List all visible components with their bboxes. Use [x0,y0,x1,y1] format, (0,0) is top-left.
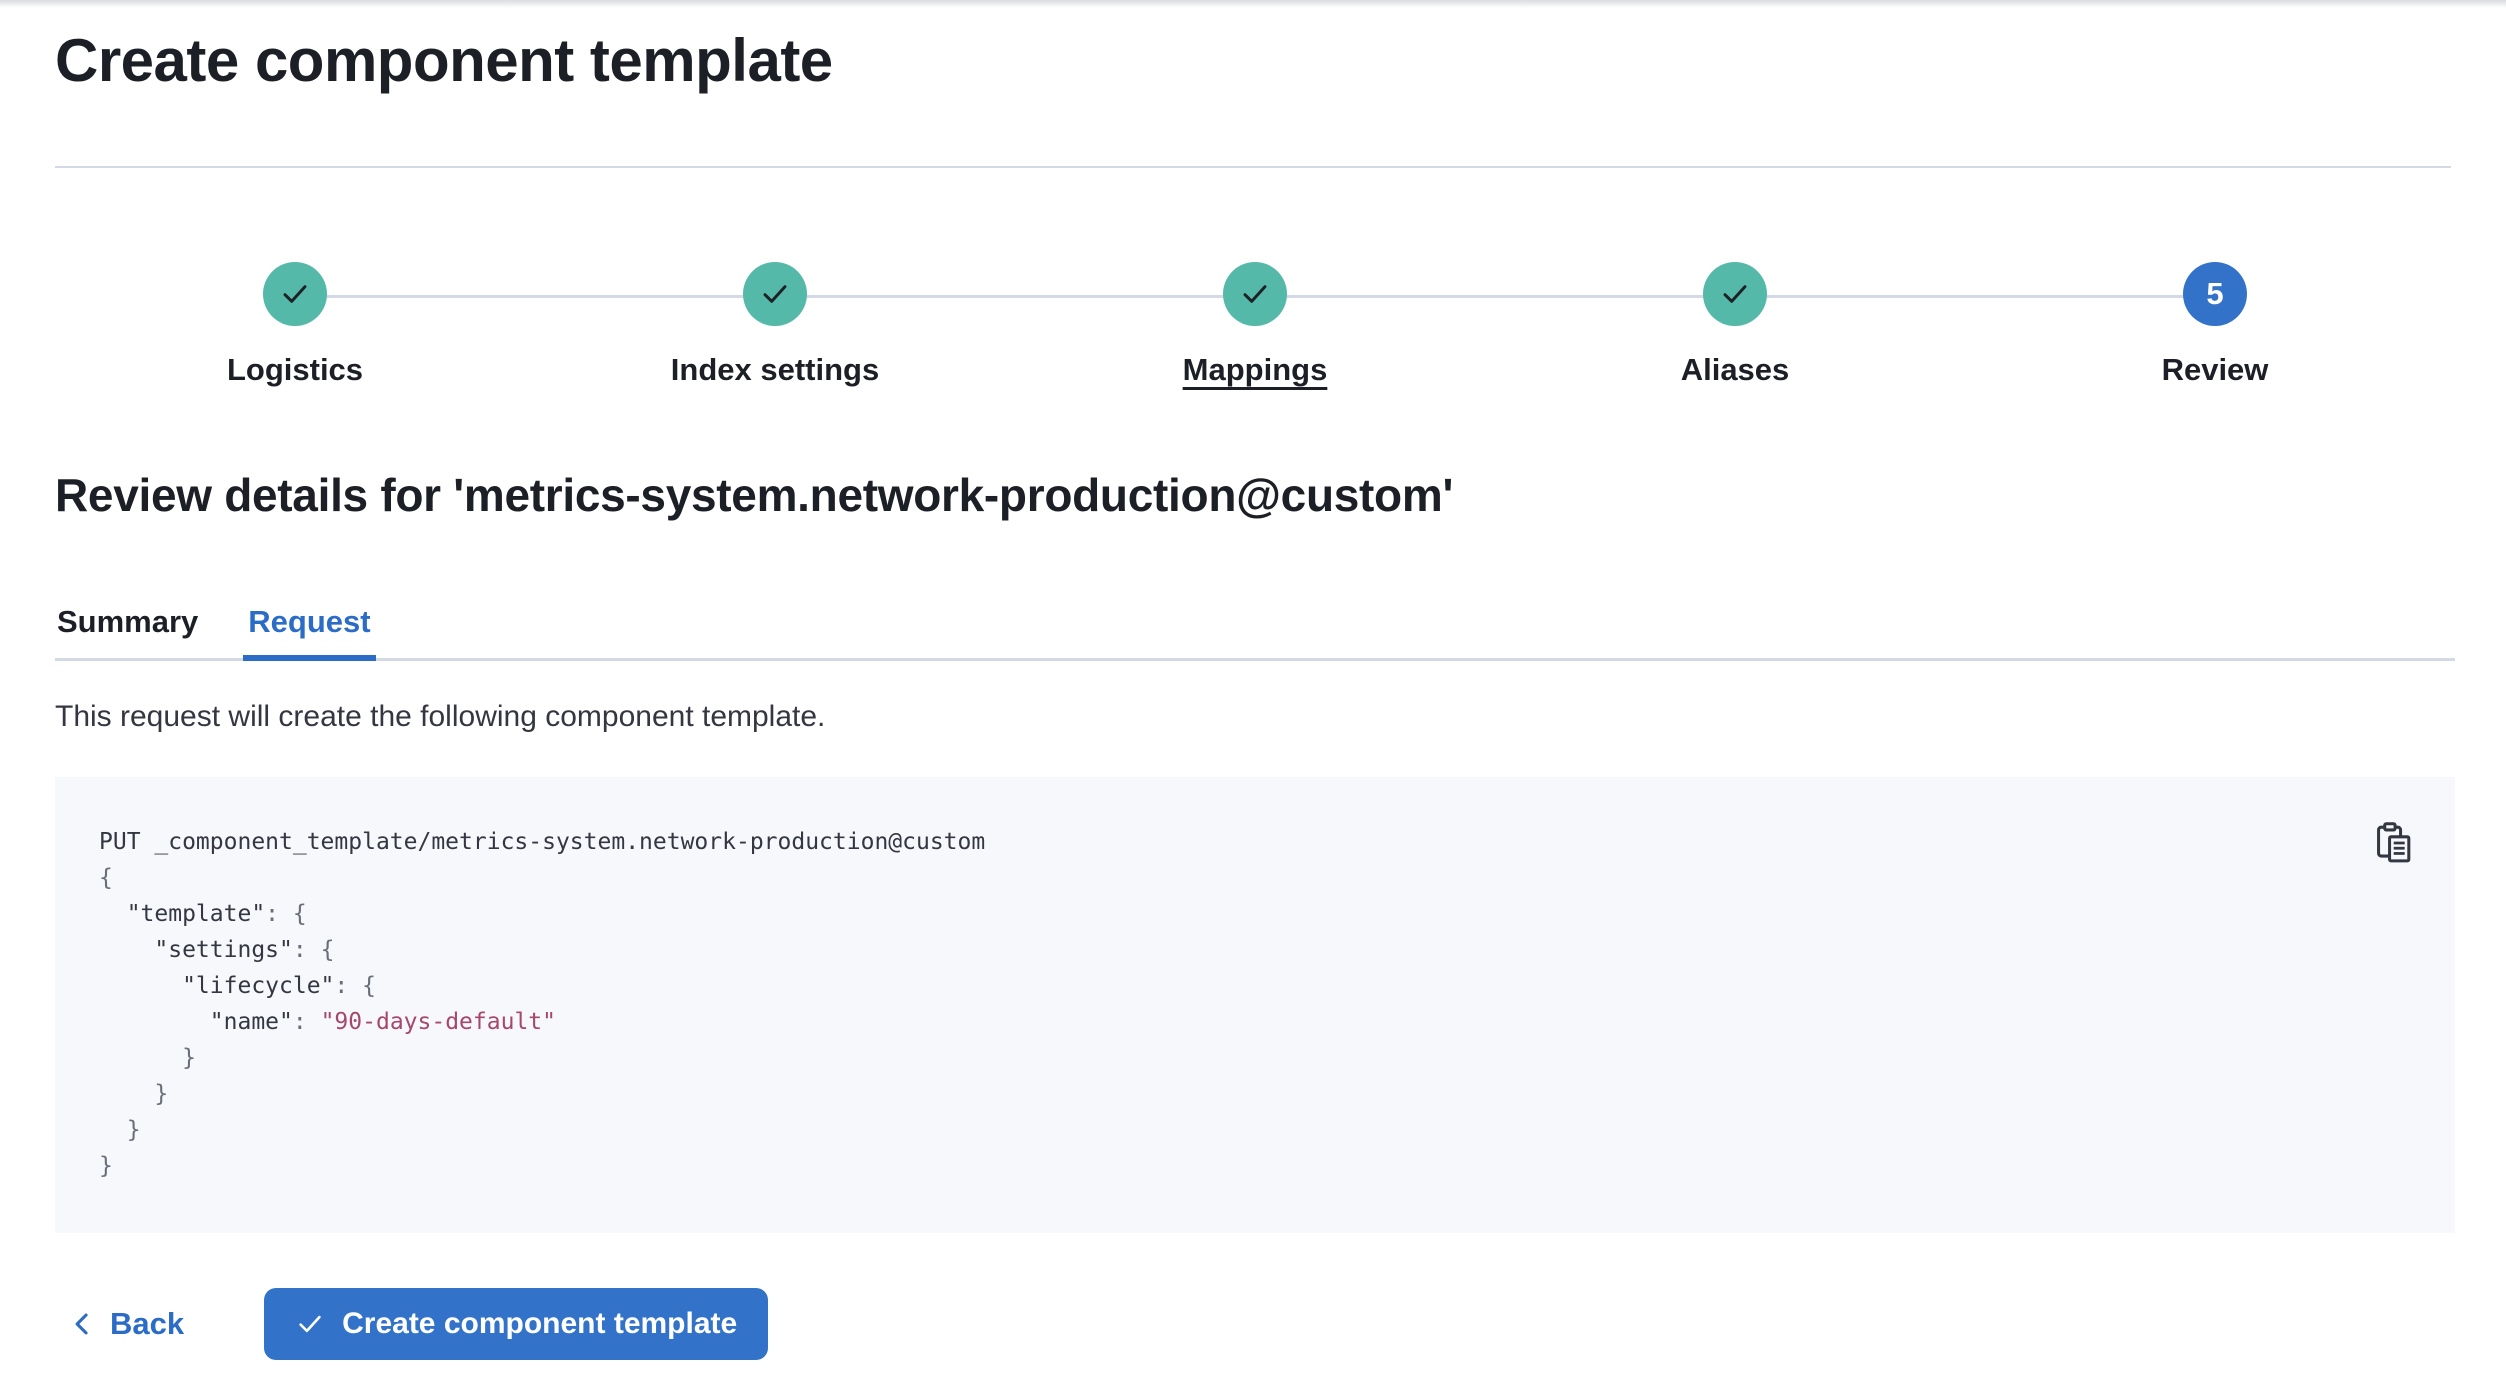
check-icon [1243,285,1267,303]
step-complete-circle[interactable] [1223,262,1287,326]
step-complete-circle[interactable] [1703,262,1767,326]
code-line: } [99,1117,141,1143]
code-line: } [99,1045,196,1071]
wizard-footer-actions: Back Create component template [55,1288,769,1360]
code-line: { [99,865,113,891]
review-tabs: Summary Request [55,600,2455,661]
check-icon [1723,285,1747,303]
stepper-step-review: 5 Review [1975,262,2455,402]
review-heading: Review details for 'metrics-system.netwo… [55,469,1454,521]
step-label[interactable]: Mappings [1182,352,1328,387]
submit-button-label: Create component template [342,1307,738,1340]
step-number: 5 [2206,276,2224,311]
code-line: } [99,1153,113,1179]
code-line: } [99,1081,169,1107]
step-current-circle: 5 [2183,262,2247,326]
copy-clipboard-icon [2377,822,2411,863]
step-label[interactable]: Index settings [670,352,880,387]
code-line: "name": "90-days-default" [99,1009,556,1035]
step-complete-circle[interactable] [263,262,327,326]
title-divider [55,166,2451,168]
stepper-step-index-settings[interactable]: Index settings [535,262,1015,402]
check-icon [283,285,307,303]
code-line: "template": { [99,901,307,927]
request-code-block: PUT _component_template/metrics-system.n… [55,777,2455,1233]
tab-request[interactable]: Request [243,600,376,661]
create-component-template-button[interactable]: Create component template [264,1288,769,1360]
code-line: "lifecycle": { [99,973,376,999]
chevron-left-icon [75,1313,88,1335]
check-icon [299,1315,321,1333]
page-title: Create component template [55,27,833,94]
tab-summary[interactable]: Summary [57,604,199,639]
stepper-step-logistics[interactable]: Logistics [55,262,535,402]
back-button-label: Back [110,1306,185,1341]
back-button[interactable]: Back [55,1306,198,1342]
code-line: "settings": { [99,937,335,963]
code-line: PUT _component_template/metrics-system.n… [99,829,986,855]
stepper-step-mappings[interactable]: Mappings [1015,262,1495,402]
copy-to-clipboard-button[interactable] [2369,819,2417,867]
step-label[interactable]: Logistics [226,352,364,387]
step-label[interactable]: Aliases [1680,352,1790,387]
request-description: This request will create the following c… [55,700,826,733]
stepper-step-aliases[interactable]: Aliases [1495,262,1975,402]
step-complete-circle[interactable] [743,262,807,326]
top-scroll-shadow [0,0,2506,8]
step-label: Review [2161,352,2269,387]
check-icon [763,285,787,303]
wizard-stepper: Logistics Index settings Mappings Aliase… [55,262,2455,402]
